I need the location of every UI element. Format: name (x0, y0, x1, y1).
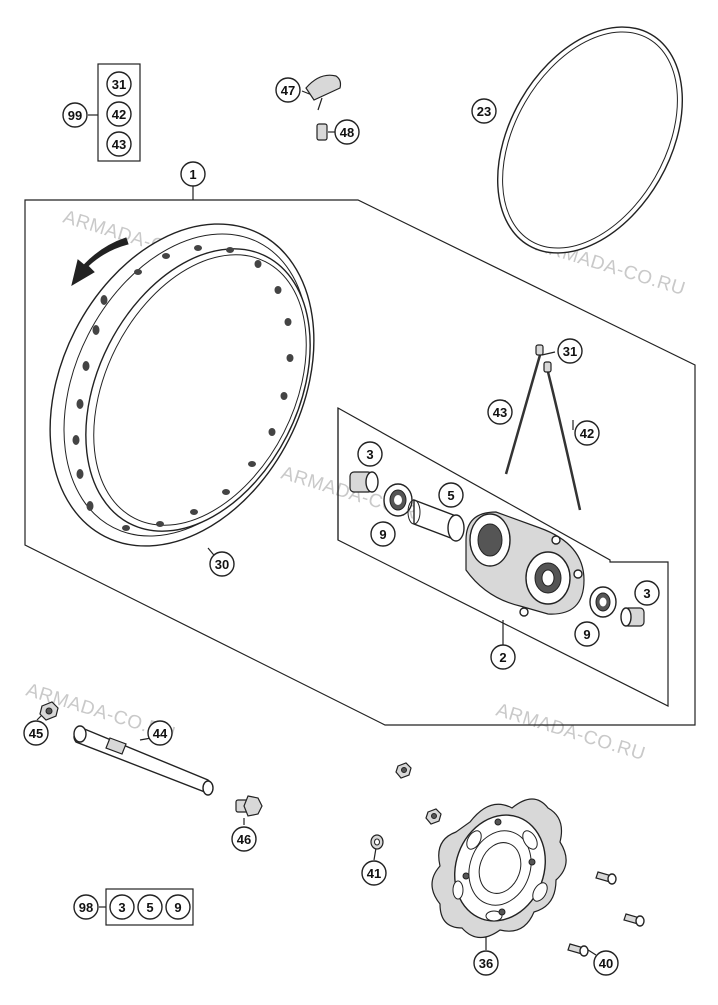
callout-31[interactable]: 31 (557, 338, 583, 364)
callout-98[interactable]: 98 (73, 894, 99, 920)
callout-36[interactable]: 36 (473, 950, 499, 976)
svg-text:9: 9 (174, 900, 181, 915)
callout-42-group[interactable]: 42 (106, 101, 132, 127)
svg-text:5: 5 (146, 900, 153, 915)
spacer-sleeve-5 (407, 498, 465, 542)
bearing-9-left (383, 483, 413, 517)
svg-text:99: 99 (68, 108, 82, 123)
svg-text:42: 42 (112, 107, 126, 122)
axle-bolt-46 (235, 795, 263, 817)
svg-text:41: 41 (367, 866, 381, 881)
disc-bolt-1 (595, 871, 617, 885)
svg-text:5: 5 (447, 488, 454, 503)
callout-43[interactable]: 43 (487, 399, 513, 425)
callout-40[interactable]: 40 (593, 950, 619, 976)
callout-5[interactable]: 5 (438, 482, 464, 508)
callout-43-group[interactable]: 43 (106, 131, 132, 157)
disc-bolt-3 (567, 943, 589, 957)
spacer-3-left (349, 471, 379, 493)
svg-text:30: 30 (215, 557, 229, 572)
disc-nut-2 (425, 808, 442, 825)
svg-text:23: 23 (477, 104, 491, 119)
group-box-99 (97, 63, 141, 162)
callout-2[interactable]: 2 (490, 644, 516, 670)
callouts: 1 99 31 42 43 47 48 23 30 31 43 42 3 5 9… (23, 71, 660, 976)
svg-text:36: 36 (479, 956, 493, 971)
svg-text:2: 2 (499, 650, 506, 665)
callout-3-right[interactable]: 3 (634, 580, 660, 606)
callout-47[interactable]: 47 (275, 77, 301, 103)
svg-text:40: 40 (599, 956, 613, 971)
svg-text:3: 3 (118, 900, 125, 915)
svg-text:3: 3 (366, 447, 373, 462)
callout-23[interactable]: 23 (471, 98, 497, 124)
callout-31-group[interactable]: 31 (106, 71, 132, 97)
svg-text:98: 98 (79, 900, 93, 915)
spoke-42 (543, 361, 582, 511)
callout-99[interactable]: 99 (62, 102, 88, 128)
brake-disc-36 (431, 798, 567, 939)
svg-text:3: 3 (643, 586, 650, 601)
hub-2 (465, 511, 585, 617)
valve-cap-47 (305, 74, 342, 111)
callout-98-item-5[interactable]: 5 (137, 894, 163, 920)
callout-3-left[interactable]: 3 (357, 441, 383, 467)
group-box-98 (105, 888, 194, 926)
rim-30 (49, 223, 315, 547)
callout-44[interactable]: 44 (147, 720, 173, 746)
svg-text:45: 45 (29, 726, 43, 741)
assembly-frame-wheel (24, 199, 696, 726)
svg-text:47: 47 (281, 83, 295, 98)
callout-1[interactable]: 1 (180, 161, 206, 187)
svg-text:42: 42 (580, 426, 594, 441)
tire-band-23 (496, 26, 684, 254)
svg-text:46: 46 (237, 832, 251, 847)
washer-41 (370, 834, 384, 850)
callout-45[interactable]: 45 (23, 720, 49, 746)
svg-text:43: 43 (493, 405, 507, 420)
callout-42[interactable]: 42 (574, 420, 600, 446)
callout-9-right[interactable]: 9 (574, 621, 600, 647)
disc-nut-1 (395, 762, 412, 779)
callout-9-left[interactable]: 9 (370, 521, 396, 547)
svg-text:43: 43 (112, 137, 126, 152)
callout-46[interactable]: 46 (231, 826, 257, 852)
svg-text:1: 1 (189, 167, 196, 182)
direction-arrow-icon (71, 237, 129, 287)
svg-text:48: 48 (340, 125, 354, 140)
spoke-43 (504, 344, 544, 475)
watermark-5: ARMADA-CO.RU (494, 700, 648, 765)
callout-98-item-9[interactable]: 9 (165, 894, 191, 920)
callout-48[interactable]: 48 (334, 119, 360, 145)
svg-text:9: 9 (583, 627, 590, 642)
callout-41[interactable]: 41 (361, 860, 387, 886)
bearing-9-right (589, 586, 617, 618)
disc-bolt-2 (623, 913, 645, 927)
callout-98-item-3[interactable]: 3 (109, 894, 135, 920)
axle-nut-45 (39, 701, 59, 721)
svg-text:31: 31 (112, 77, 126, 92)
valve-nut-48 (316, 123, 328, 141)
svg-text:31: 31 (563, 344, 577, 359)
spacer-3-right (620, 607, 645, 627)
svg-text:9: 9 (379, 527, 386, 542)
axle-44 (73, 725, 214, 796)
callout-30[interactable]: 30 (209, 551, 235, 577)
svg-text:44: 44 (153, 726, 168, 741)
